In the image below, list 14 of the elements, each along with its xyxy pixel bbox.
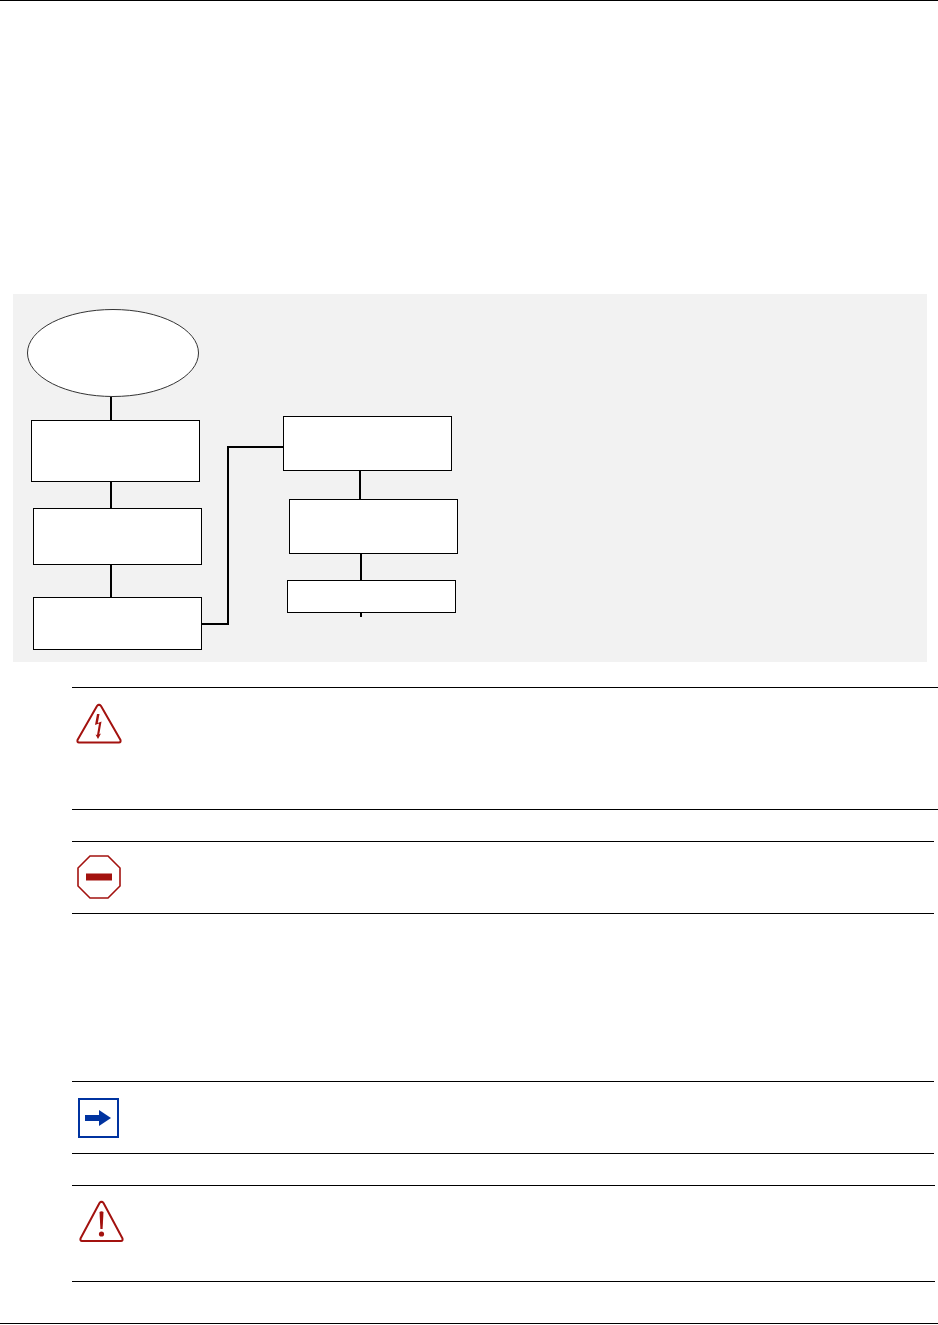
process-box	[289, 499, 458, 554]
process-box	[283, 416, 452, 471]
connector-line	[110, 564, 112, 598]
connector-line	[359, 470, 361, 500]
terminal-ellipse	[27, 309, 199, 397]
process-box	[287, 580, 456, 613]
connector-line	[201, 446, 284, 625]
process-box	[31, 420, 200, 482]
process-box	[33, 508, 202, 565]
connector-line	[360, 612, 362, 618]
connector-line	[110, 481, 112, 509]
connector-line	[110, 396, 112, 421]
connector-line	[360, 553, 362, 581]
process-box	[33, 597, 202, 650]
